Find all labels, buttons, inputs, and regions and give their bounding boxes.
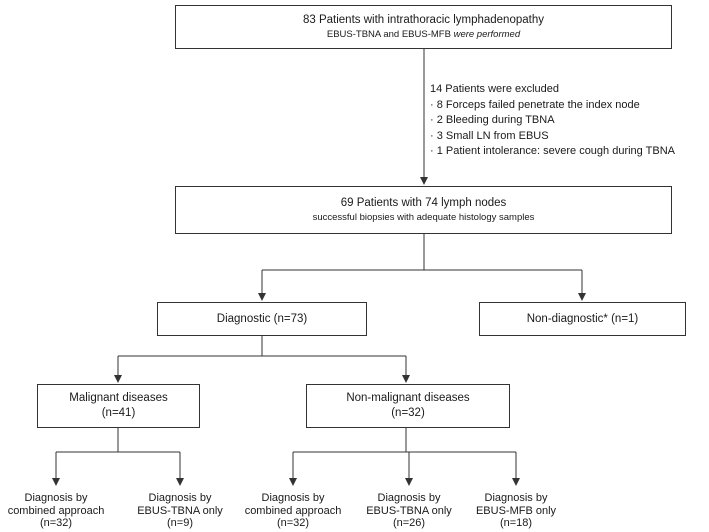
excluded-item: · 2 Bleeding during TBNA [430,114,555,126]
malignant-line1: Malignant diseases [69,392,168,404]
excluded-item: · 3 Small LN from EBUS [430,129,549,142]
top-box-line1: 83 Patients with intrathoracic lymphaden… [302,14,544,26]
leaf-mfb-non-malignant: Diagnosis by EBUS-MFB only (n=18) [475,492,557,529]
leaf-combined-non-malignant: Diagnosis by combined approach (n=32) [244,492,342,529]
top-box: 83 Patients with intrathoracic lymphaden… [175,5,672,49]
top-box-line2: EBUS-TBNA and EBUS-MFB were performed [326,29,521,40]
leaf-tbna-malignant: Diagnosis by EBUS-TBNA only (n=9) [137,492,223,529]
malignant-box: Malignant diseases (n=41) [37,384,200,428]
non-diagnostic-box: Non-diagnostic* (n=1) [479,302,686,336]
excluded-item: · 8 Forceps failed penetrate the index n… [430,98,640,111]
excluded-note: 14 Patients were excluded · 8 Forceps fa… [430,82,675,160]
diagnostic-label: Diagnostic (n=73) [216,312,308,325]
diagnostic-box: Diagnostic (n=73) [157,302,367,336]
middle-box: 69 Patients with 74 lymph nodes successf… [175,186,672,234]
non-malignant-line2: (n=32) [391,407,425,419]
non-diagnostic-label: Non-diagnostic* (n=1) [526,312,639,325]
non-malignant-line1: Non-malignant diseases [346,392,470,404]
non-malignant-box: Non-malignant diseases (n=32) [306,384,510,428]
leaf-tbna-non-malignant: Diagnosis by EBUS-TBNA only (n=26) [366,492,452,529]
middle-box-line2: successful biopsies with adequate histol… [312,212,535,223]
malignant-line2: (n=41) [101,407,136,419]
excluded-title: 14 Patients were excluded [430,83,560,95]
middle-box-line1: 69 Patients with 74 lymph nodes [340,197,507,209]
leaf-combined-malignant: Diagnosis by combined approach (n=32) [7,492,105,529]
excluded-item: · 1 Patient intolerance: severe cough du… [430,145,675,157]
